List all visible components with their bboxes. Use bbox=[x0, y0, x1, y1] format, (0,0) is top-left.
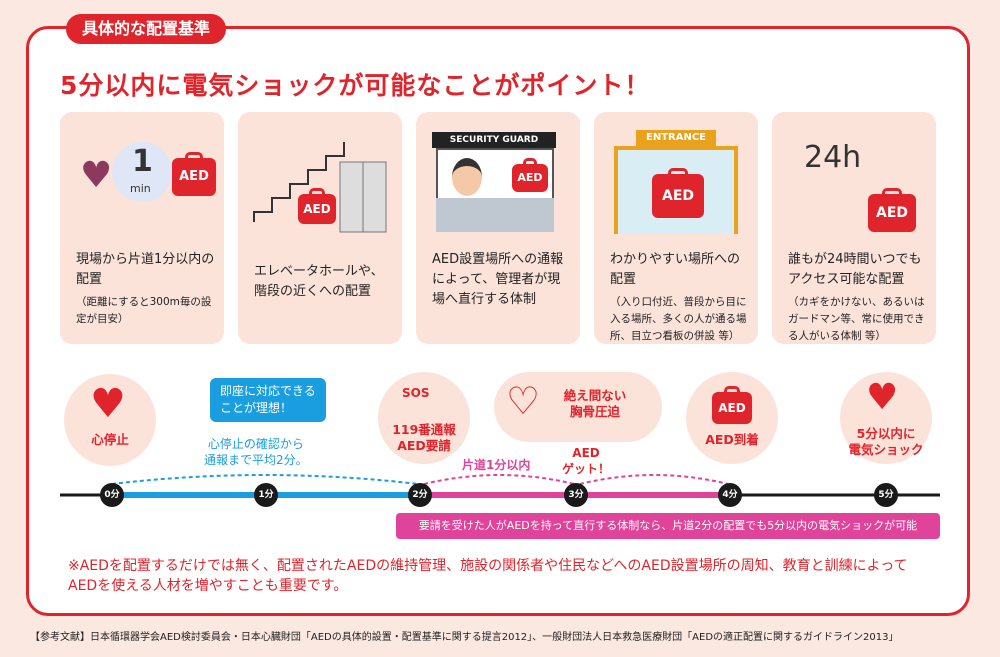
min-number: 1 bbox=[132, 144, 153, 179]
clock-24h-text: 24h bbox=[804, 140, 862, 175]
clock-glow bbox=[112, 142, 172, 202]
aed-box-icon: AED bbox=[868, 188, 916, 232]
heart-pulse-icon: ♥ bbox=[866, 377, 899, 418]
min-unit: min bbox=[130, 182, 151, 195]
card-entrance: ENTRANCE AED わかりやすい場所への配置（入り口付近、普段から目に入る… bbox=[594, 112, 758, 344]
pink-note: 片道1分以内 bbox=[462, 458, 531, 472]
tick-2: 2分 bbox=[408, 483, 432, 507]
event-call-119: SOS bbox=[378, 372, 470, 464]
card-illustration: SECURITY GUARD AED bbox=[422, 118, 574, 242]
card-24h: 24h AED 誰もが24時間いつでもアクセス可能な配置（カギをかけない、あるい… bbox=[772, 112, 936, 344]
card-illustration: ♥ 1 min AED bbox=[66, 118, 218, 242]
aed-box-icon: AED bbox=[298, 188, 336, 224]
system-note-bar: 要請を受けた人がAEDを持って直行する体制なら、片道2分の配置でも5分以内の電気… bbox=[396, 513, 940, 539]
card-caption: 現場から片道1分以内の配置（距離にすると300m毎の設定が目安） bbox=[76, 250, 216, 328]
footnote: ※AEDを配置するだけでは無く、配置されたAEDの維持管理、施設の関係者や住民な… bbox=[68, 558, 922, 594]
card-caption: 誰もが24時間いつでもアクセス可能な配置（カギをかけない、あるいはガードマン等、… bbox=[788, 250, 928, 345]
card-1min: ♥ 1 min AED 現場から片道1分以内の配置（距離にすると300m毎の設定… bbox=[60, 112, 224, 344]
event-cpr bbox=[494, 372, 662, 442]
tick-1: 1分 bbox=[254, 483, 278, 507]
tick-4: 4分 bbox=[718, 483, 742, 507]
heart-icon: ♥ bbox=[90, 381, 126, 427]
ideal-bubble: 即座に対応できる ことが理想！ bbox=[210, 378, 326, 422]
pink-arc-1 bbox=[423, 474, 575, 485]
event-label: 119番通報 AED要請 bbox=[392, 422, 456, 453]
stairs-elevator-icon bbox=[253, 142, 387, 233]
entrance-sign: ENTRANCE bbox=[636, 130, 716, 146]
event-label: AED到着 bbox=[705, 432, 759, 447]
event-label: 絶え間ない 胸骨圧迫 bbox=[563, 388, 627, 419]
tick-0: 0分 bbox=[100, 483, 124, 507]
tick-5: 5分 bbox=[874, 483, 898, 507]
aed-box-icon: AED bbox=[652, 168, 704, 218]
phone-sos-icon: SOS bbox=[402, 386, 430, 400]
card-sub: （入り口付近、普段から目に入る場所、多くの人が通る場所、目立つ看板の併設 等） bbox=[610, 296, 747, 342]
guard-icon bbox=[452, 158, 482, 196]
aed-box-icon: AED bbox=[512, 158, 548, 192]
event-shock: ♥ bbox=[840, 372, 932, 464]
card-security: SECURITY GUARD AED AED設置場所への通報によって、管理者が現… bbox=[416, 112, 580, 344]
card-illustration: ENTRANCE AED bbox=[600, 118, 752, 242]
counter bbox=[436, 198, 554, 232]
blue-note: 心停止の確認から 通報まで平均2分。 bbox=[204, 437, 308, 467]
event-aed-arrival: AED bbox=[686, 372, 778, 464]
pink-arc-2 bbox=[579, 474, 729, 485]
card-sub: （カギをかけない、あるいはガードマン等、常に使用できる人がいる体制 等） bbox=[788, 296, 925, 342]
heart-hands-icon: ♡ bbox=[506, 379, 541, 423]
section-tab: 具体的な配置基準 bbox=[66, 14, 227, 44]
aed-box-icon: AED bbox=[712, 386, 752, 424]
card-illustration: 24h AED bbox=[778, 118, 930, 242]
security-sign: SECURITY GUARD bbox=[432, 132, 556, 148]
aed-get-note: AED ゲット！ bbox=[562, 446, 611, 476]
tick-3: 3分 bbox=[564, 483, 588, 507]
headline: 5分以内に電気ショックが可能なことがポイント！ bbox=[60, 71, 651, 100]
event-cardiac-arrest: ♥ bbox=[64, 374, 156, 466]
blue-arc bbox=[111, 474, 419, 485]
event-label: 心停止 bbox=[91, 432, 129, 447]
card-illustration: AED bbox=[244, 118, 396, 242]
event-label: 5分以内に 電気ショック bbox=[848, 426, 924, 457]
card-caption: エレベータホールや、階段の近くへの配置 bbox=[254, 264, 384, 299]
aed-box-icon: AED bbox=[172, 152, 216, 196]
reference: 【参考文献】日本循環器学会AED検討委員会・日本心臓財団「AEDの具体的設置・配… bbox=[30, 632, 899, 643]
card-elevator: AED エレベータホールや、階段の近くへの配置 bbox=[238, 112, 402, 344]
card-sub: （距離にすると300m毎の設定が目安） bbox=[76, 296, 212, 325]
card-caption: AED設置場所への通報によって、管理者が現場へ直行する体制 bbox=[432, 252, 564, 307]
heart-icon: ♥ bbox=[80, 155, 113, 196]
card-caption: わかりやすい場所への配置（入り口付近、普段から目に入る場所、多くの人が通る場所、… bbox=[610, 250, 750, 345]
